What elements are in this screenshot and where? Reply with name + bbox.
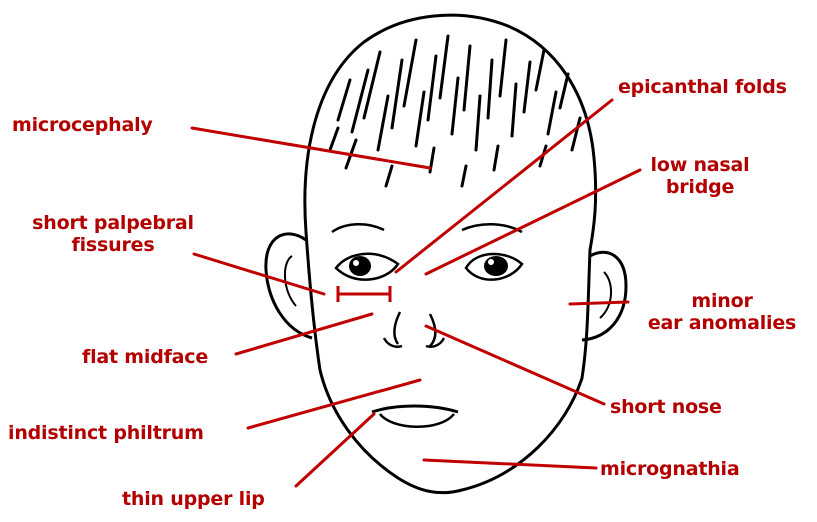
leader-flat-midface	[236, 314, 372, 354]
label-thin-upper-lip: thin upper lip	[122, 488, 265, 510]
label-minor-ear-anomalies: minor ear anomalies	[636, 290, 808, 334]
leader-minor-ear-anomalies	[570, 302, 628, 304]
mouth-lower	[380, 414, 454, 427]
label-short-nose: short nose	[610, 396, 722, 418]
label-short-palpebral-line2: fissures	[8, 234, 218, 256]
nose-bridge-left	[394, 312, 400, 344]
leader-indistinct-philtrum	[248, 380, 420, 428]
label-minor-ear-line1: minor	[636, 290, 808, 312]
label-epicanthal-folds: epicanthal folds	[618, 76, 787, 98]
left-eye-highlight	[353, 260, 359, 266]
left-ear	[266, 234, 312, 338]
label-micrognathia: micrognathia	[600, 458, 740, 480]
left-eyebrow	[332, 224, 384, 232]
label-minor-ear-line2: ear anomalies	[636, 312, 808, 334]
leader-micrognathia	[424, 460, 596, 468]
right-iris	[484, 256, 508, 276]
label-low-nasal-line2: bridge	[640, 176, 760, 198]
right-ear-inner	[600, 272, 611, 318]
label-indistinct-philtrum: indistinct philtrum	[8, 422, 204, 444]
left-nostril	[384, 338, 402, 347]
right-eye-highlight	[488, 259, 494, 265]
mouth-upper	[372, 406, 458, 412]
label-short-palpebral-line1: short palpebral	[8, 212, 218, 234]
left-iris	[349, 256, 371, 276]
leader-short-palpebral-fissures	[194, 254, 324, 294]
label-flat-midface: flat midface	[82, 346, 208, 368]
label-low-nasal-bridge: low nasal bridge	[640, 154, 760, 198]
hair-strokes	[330, 36, 580, 186]
label-short-palpebral-fissures: short palpebral fissures	[8, 212, 218, 256]
label-low-nasal-line1: low nasal	[640, 154, 760, 176]
palpebral-measure-bracket	[338, 286, 390, 302]
label-microcephaly: microcephaly	[12, 114, 153, 136]
leader-short-nose	[426, 326, 604, 404]
leader-epicanthal-folds	[396, 100, 612, 272]
